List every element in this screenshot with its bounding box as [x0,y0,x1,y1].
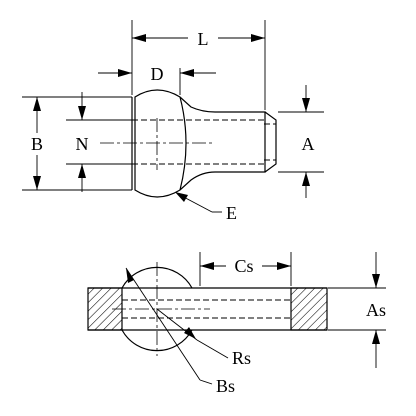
label-D: D [151,64,164,84]
ball-outline [134,89,266,198]
dimension-D: D [98,64,216,95]
dimension-N: N [66,92,132,192]
label-N: N [76,134,89,154]
housing-hatch-right [290,287,328,331]
label-Bs: Bs [216,376,235,396]
leader-Rs: Rs [156,308,251,368]
dimension-A: A [278,85,324,198]
bottom-view [87,262,328,356]
dimension-L: L [131,20,266,110]
label-Cs: Cs [234,256,253,276]
label-A: A [302,134,315,154]
leader-Bs: Bs [125,267,235,396]
label-E: E [226,203,237,223]
label-As: As [366,300,386,320]
top-view [100,89,277,198]
label-Rs: Rs [232,348,251,368]
dimension-B: B [22,96,132,191]
thread-end [264,111,277,173]
dimension-Cs: Cs [199,252,292,286]
leader-E: E [175,192,237,223]
label-L: L [198,29,209,49]
dimension-As: As [328,252,386,368]
ball-right-curve [179,96,187,191]
label-B: B [31,134,43,154]
